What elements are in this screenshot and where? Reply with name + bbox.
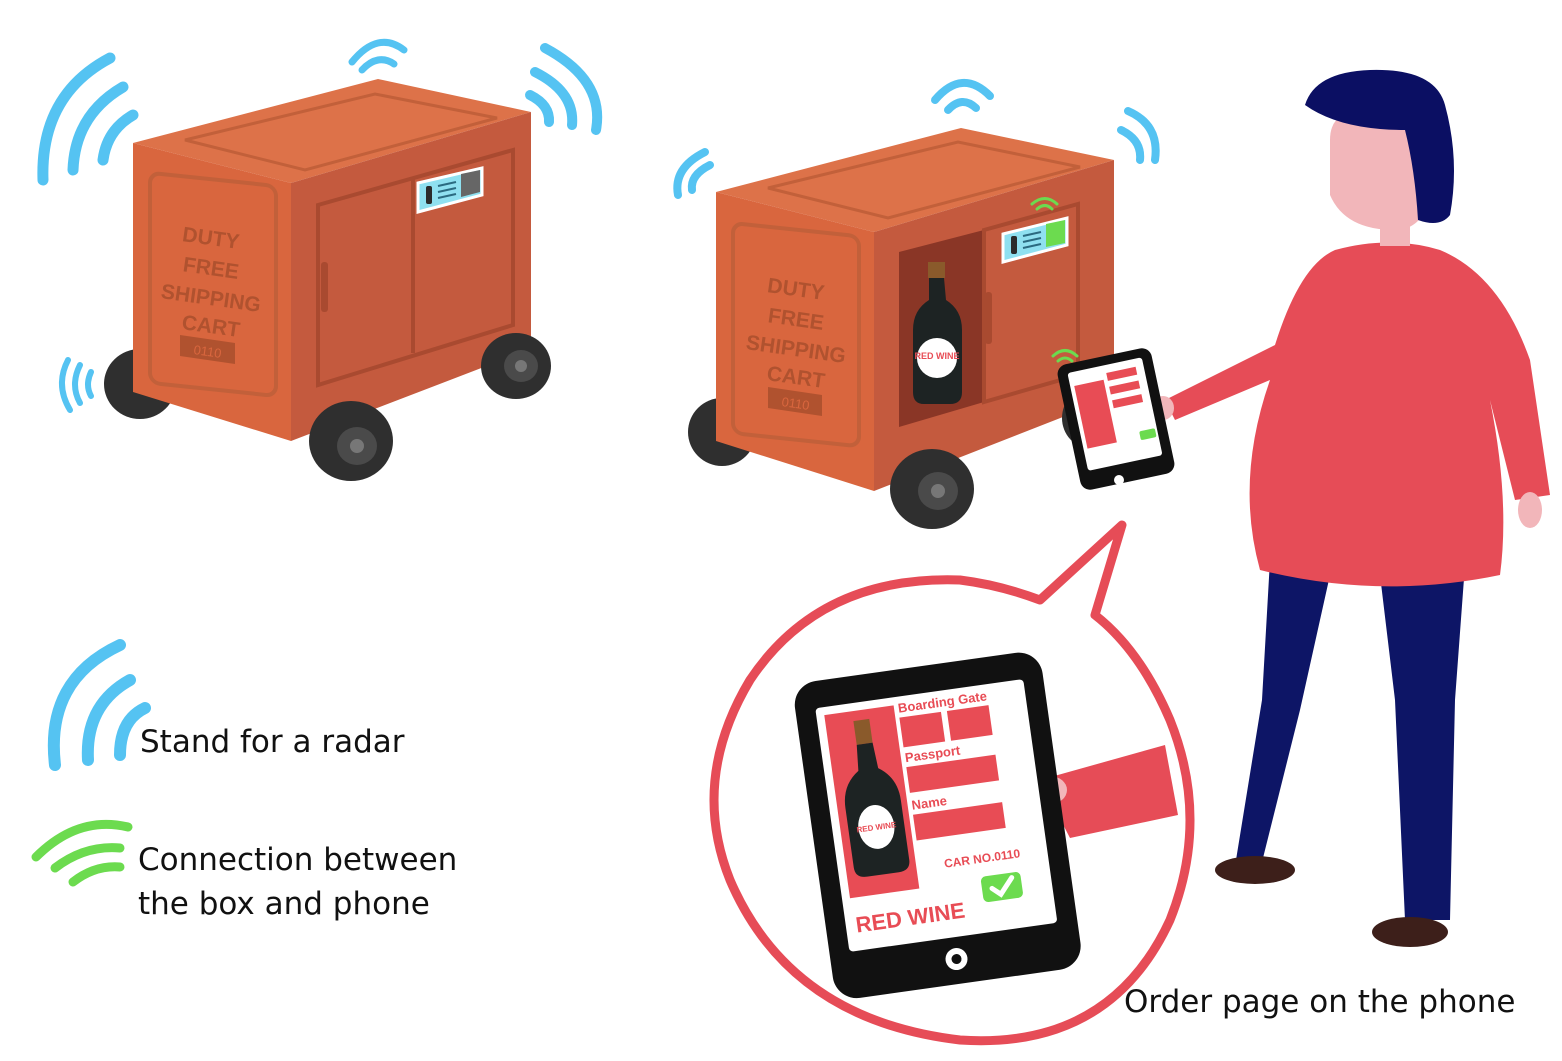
- radar-icon: [525, 43, 603, 135]
- legend-connection-label-line-1: Connection between: [138, 842, 458, 878]
- caption-order-page: Order page on the phone: [1124, 984, 1516, 1020]
- radar-icon: [59, 357, 94, 413]
- confirm-button[interactable]: [980, 871, 1023, 903]
- radar-icon: [1117, 107, 1160, 164]
- legend-connection-label-line-2: the box and phone: [138, 886, 430, 922]
- left-cart-number: 0110: [193, 342, 223, 361]
- left-shoe: [1215, 856, 1295, 884]
- left-cart-wheel-rear-right: [481, 333, 551, 399]
- connection-icon: [1030, 197, 1059, 211]
- boarding-gate-field-2[interactable]: [946, 705, 993, 741]
- wine-bottle-icon: RED WINE: [913, 262, 962, 404]
- left-cart: DUTY FREE SHIPPING CART 0110: [104, 79, 551, 481]
- radar-icon: [931, 78, 994, 114]
- right-cart-radar-icons: [673, 78, 1160, 199]
- boarding-gate-field-1[interactable]: [899, 711, 946, 748]
- radar-icon: [348, 38, 408, 74]
- left-cart-wheel-front: [309, 401, 393, 481]
- right-cart-wheel-front: [890, 449, 974, 529]
- legend-radar-label: Stand for a radar: [140, 724, 405, 760]
- zoomed-phone: RED WINE Boarding Gate Passport Name CAR…: [794, 652, 1081, 999]
- right-cart-bottle-label: RED WINE: [915, 351, 960, 361]
- left-cart-radar-icons: [37, 38, 603, 413]
- small-phone-icon: [1057, 348, 1175, 490]
- radar-icon: [673, 148, 714, 199]
- right-cart: RED WINE DUTY FREE SHIPPING CART 0110: [688, 128, 1118, 529]
- legend-radar-icon: [47, 639, 151, 771]
- right-shoe: [1372, 917, 1448, 947]
- connection-icon: [1051, 349, 1079, 363]
- check-icon: [989, 875, 1015, 898]
- right-cart-number: 0110: [781, 394, 811, 413]
- right-cart-connection-icons: [1030, 197, 1079, 363]
- name-field[interactable]: [913, 802, 1006, 841]
- passport-field[interactable]: [906, 754, 1000, 793]
- home-button[interactable]: [944, 947, 969, 972]
- radar-icon: [37, 52, 139, 186]
- legend-connection-icon: [31, 819, 133, 887]
- wine-bottle-icon: RED WINE: [844, 718, 910, 877]
- field-label-name: Name: [911, 793, 948, 813]
- person: [1152, 69, 1550, 947]
